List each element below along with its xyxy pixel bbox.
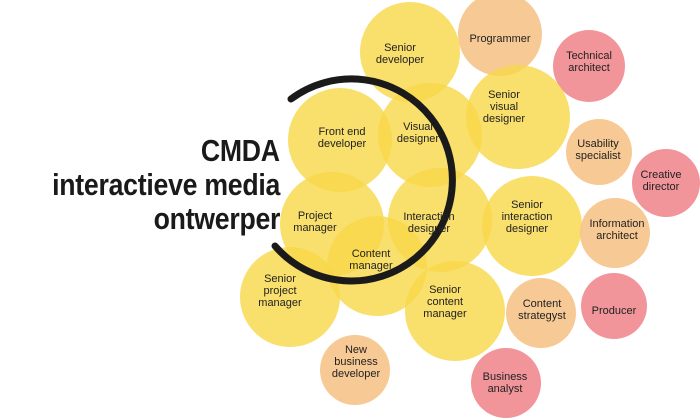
content-strategyst-label-line: Content bbox=[523, 298, 562, 310]
programmer-label: Programmer bbox=[469, 33, 530, 45]
content-manager-bubble bbox=[327, 216, 427, 316]
creative-director-bubble bbox=[632, 149, 700, 217]
project-manager-label-line: manager bbox=[293, 222, 337, 234]
front-end-developer-label-line: developer bbox=[318, 138, 367, 150]
new-business-developer-bubble bbox=[320, 335, 390, 405]
title-line-1: CMDA bbox=[201, 133, 280, 168]
producer-label: Producer bbox=[592, 305, 637, 317]
producer-label-line: Producer bbox=[592, 305, 637, 317]
front-end-developer-label-line: Front end bbox=[318, 126, 365, 138]
senior-developer-label-line: developer bbox=[376, 54, 425, 66]
senior-visual-designer-label-line: Senior bbox=[488, 89, 520, 101]
senior-visual-designer-bubble bbox=[466, 65, 570, 169]
visual-designer-label-line: designer bbox=[397, 133, 440, 145]
content-manager-label-line: manager bbox=[349, 260, 393, 272]
senior-project-manager-label-line: Senior bbox=[264, 273, 296, 285]
senior-visual-designer-label-line: visual bbox=[490, 101, 518, 113]
project-manager-label-line: Project bbox=[298, 210, 332, 222]
senior-interaction-designer-label-line: Senior bbox=[511, 199, 543, 211]
technical-architect-bubble bbox=[553, 30, 625, 102]
information-architect-bubble bbox=[580, 198, 650, 268]
usability-specialist-bubble bbox=[566, 119, 632, 185]
visual-designer-label-line: Visual bbox=[403, 121, 433, 133]
creative-director-label-line: Creative bbox=[641, 169, 682, 181]
senior-content-manager-bubble bbox=[405, 261, 505, 361]
business-analyst-bubble bbox=[471, 348, 541, 418]
technical-architect-label-line: architect bbox=[568, 62, 610, 74]
business-analyst-label-line: Business bbox=[483, 371, 528, 383]
programmer-bubble bbox=[458, 0, 542, 76]
senior-interaction-designer-label-line: designer bbox=[506, 223, 549, 235]
visual-designer-bubble bbox=[378, 83, 482, 187]
title-line-2: interactieve media bbox=[51, 167, 280, 202]
interaction-designer-label-line: Interaction bbox=[403, 211, 454, 223]
content-strategyst-label-line: strategyst bbox=[518, 310, 566, 322]
front-end-developer-bubble bbox=[288, 88, 392, 192]
content-manager-label-line: Content bbox=[352, 248, 391, 260]
programmer-label-line: Programmer bbox=[469, 33, 530, 45]
senior-interaction-designer-bubble bbox=[482, 176, 582, 276]
senior-visual-designer-label-line: designer bbox=[483, 113, 526, 125]
usability-specialist-label-line: specialist bbox=[575, 150, 620, 162]
senior-content-manager-label-line: content bbox=[427, 296, 463, 308]
information-architect-label-line: architect bbox=[596, 230, 638, 242]
senior-project-manager-label-line: project bbox=[263, 285, 296, 297]
senior-content-manager-label-line: Senior bbox=[429, 284, 461, 296]
new-business-developer-label-line: developer bbox=[332, 368, 381, 380]
title-line-3: ontwerper bbox=[153, 201, 280, 236]
role-bubbles bbox=[240, 0, 700, 418]
technical-architect-label-line: Technical bbox=[566, 50, 612, 62]
creative-director-label-line: director bbox=[643, 181, 680, 193]
usability-specialist-label-line: Usability bbox=[577, 138, 619, 150]
new-business-developer-label-line: business bbox=[334, 356, 378, 368]
new-business-developer-label-line: New bbox=[345, 344, 367, 356]
senior-content-manager-label-line: manager bbox=[423, 308, 467, 320]
information-architect-label-line: Information bbox=[589, 218, 644, 230]
senior-interaction-designer-label-line: interaction bbox=[502, 211, 553, 223]
producer-bubble bbox=[581, 273, 647, 339]
core-ring bbox=[271, 75, 456, 285]
senior-developer-label-line: Senior bbox=[384, 42, 416, 54]
senior-project-manager-label-line: manager bbox=[258, 297, 302, 309]
senior-developer-bubble bbox=[360, 2, 460, 102]
business-analyst-label-line: analyst bbox=[488, 383, 523, 395]
content-strategyst-bubble bbox=[506, 278, 576, 348]
interaction-designer-label-line: designer bbox=[408, 223, 451, 235]
